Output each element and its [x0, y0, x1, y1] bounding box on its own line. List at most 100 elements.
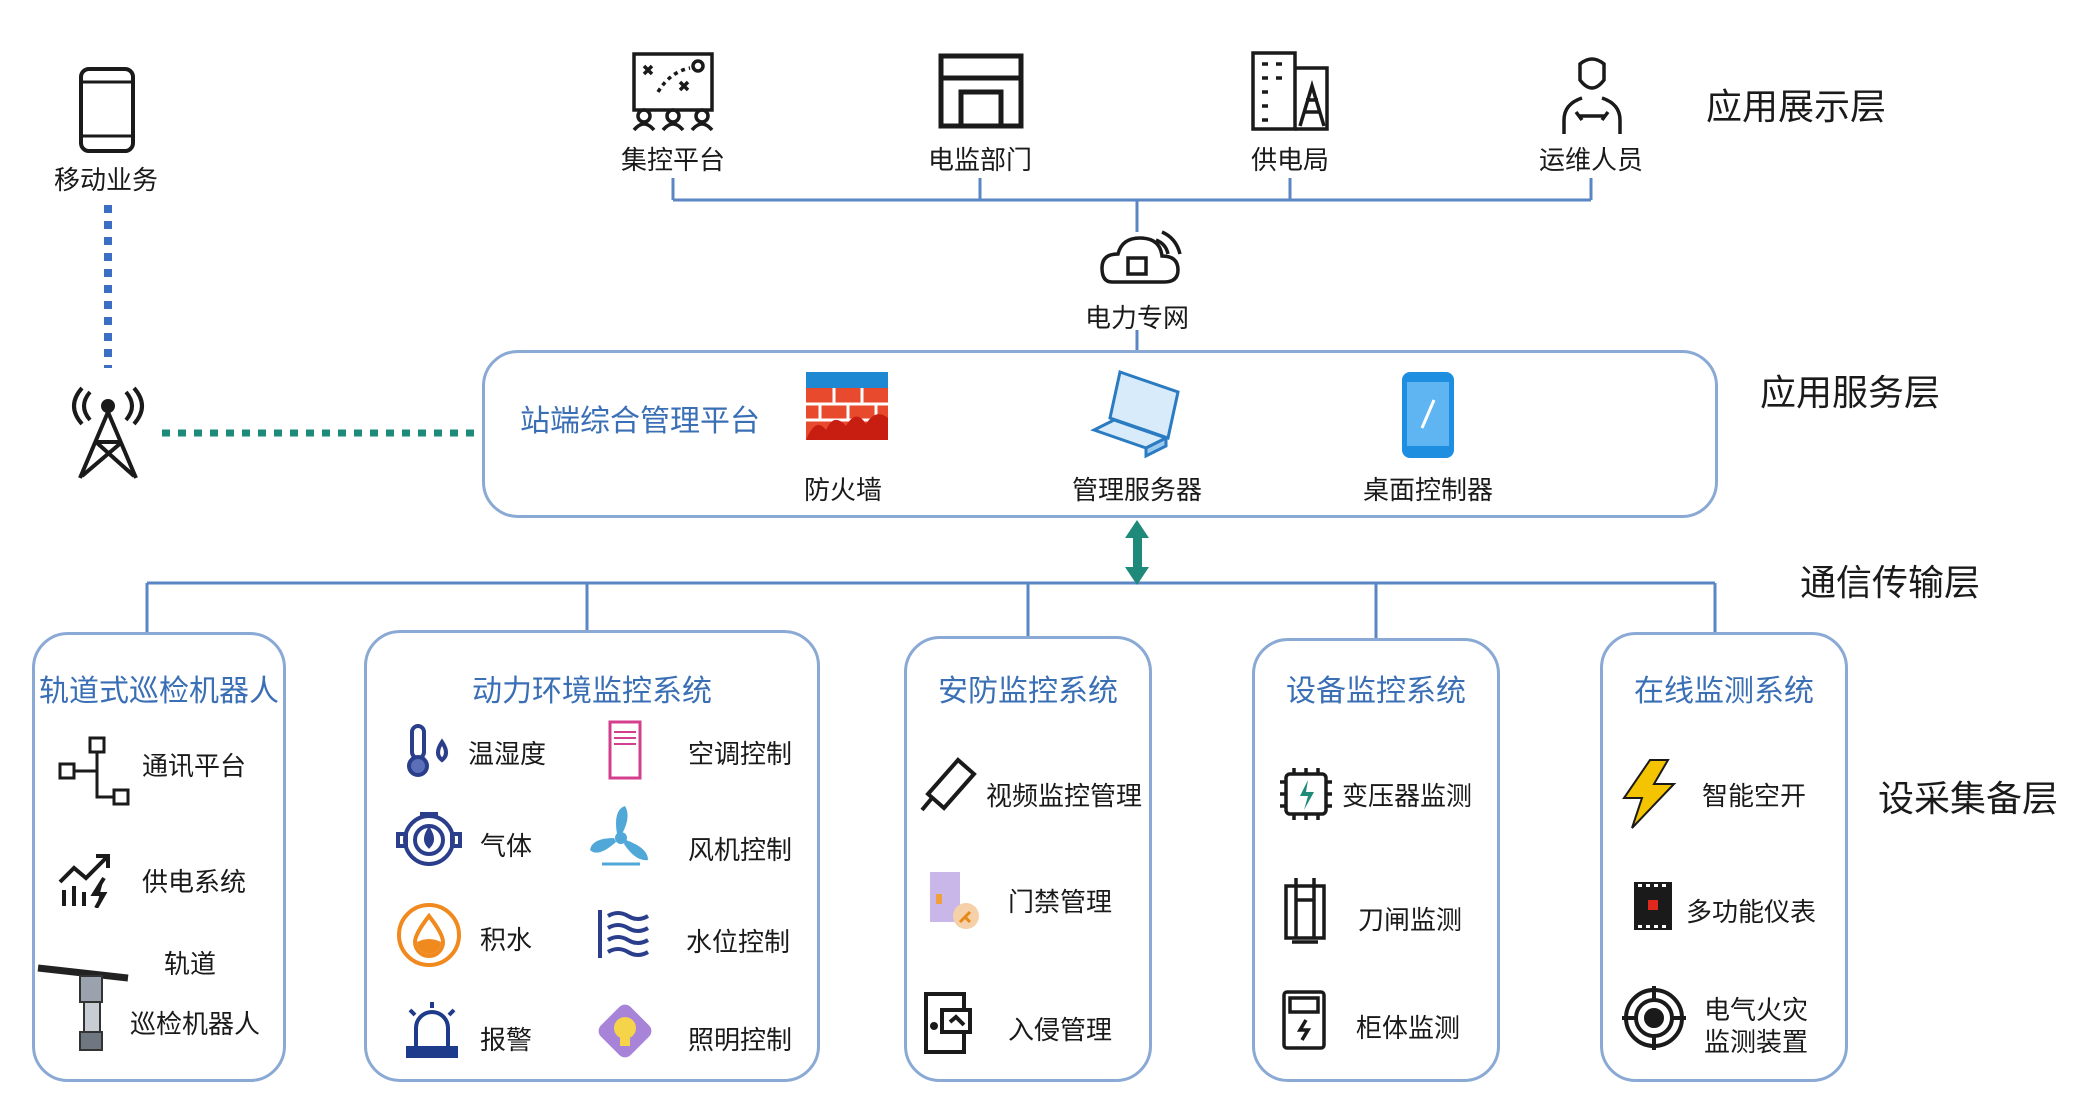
top-node-power-bureau — [1250, 50, 1332, 136]
power-network-label: 电力专网 — [1084, 304, 1190, 334]
subsystem-title: 轨道式巡检机器人 — [39, 674, 279, 709]
subsystem-title: 动力环境监控系统 — [472, 674, 712, 709]
temp-humidity-item — [404, 722, 454, 782]
security-item-label: 视频监控管理 — [986, 782, 1143, 812]
top-node-label: 电监部门 — [927, 146, 1033, 176]
light-bulb-icon — [598, 1004, 652, 1058]
hierarchy-icon — [58, 736, 130, 806]
water-leak-item — [396, 902, 462, 972]
top-node-label: 供电局 — [1250, 146, 1330, 176]
air-conditioner-icon — [608, 720, 642, 780]
smartphone-icon — [79, 67, 135, 153]
power-chart-icon — [58, 854, 110, 909]
gas-item — [394, 808, 464, 872]
tablet-icon — [1402, 372, 1454, 458]
cabinet-monitor-item — [1280, 988, 1328, 1058]
env-item-label: 水位控制 — [686, 928, 791, 958]
strategy-board-icon — [632, 52, 714, 132]
water-drop-icon — [397, 903, 461, 967]
subsystem-env-box — [364, 630, 820, 1082]
video-surveillance-item — [918, 754, 978, 818]
gas-detector-icon — [396, 812, 462, 866]
platform-item-label: 管理服务器 — [1071, 476, 1203, 506]
layer-label-communication: 通信传输层 — [1800, 563, 1981, 604]
platform-item-label: 桌面控制器 — [1362, 476, 1494, 506]
top-node-control-platform — [630, 52, 716, 136]
server-computer-icon — [1090, 370, 1180, 459]
security-item-label: 入侵管理 — [1008, 1016, 1113, 1046]
mobile-node — [78, 66, 136, 158]
multi-meter-item — [1632, 880, 1674, 936]
robot-item-label: 轨道 — [164, 950, 217, 980]
firewall-item — [804, 370, 890, 446]
equipment-item-label: 变压器监测 — [1342, 782, 1473, 812]
alarm-item — [404, 1000, 460, 1062]
robot-item-label: 巡检机器人 — [130, 1010, 261, 1040]
tower-node — [68, 386, 148, 486]
power-supply-item — [56, 852, 120, 912]
equipment-item-label: 刀闸监测 — [1358, 906, 1463, 936]
online-item-label: 电气火灾 — [1704, 996, 1809, 1026]
env-item-label: 积水 — [480, 926, 533, 956]
switch-monitor-item — [1282, 876, 1328, 950]
comm-platform-item — [58, 736, 130, 812]
desktop-controller-item — [1400, 370, 1456, 464]
server-item — [1090, 368, 1184, 466]
env-item-label: 空调控制 — [688, 740, 793, 770]
rail-robot-icon — [37, 964, 129, 1051]
water-level-item — [596, 908, 652, 964]
subsystem-robot-box — [32, 632, 286, 1082]
camera-icon — [920, 757, 977, 812]
subsystem-security-box — [904, 636, 1152, 1082]
firewall-icon — [806, 372, 888, 440]
water-level-icon — [598, 910, 650, 958]
platform-title: 站端综合管理平台 — [520, 404, 760, 439]
env-item-label: 报警 — [480, 1026, 533, 1056]
intrusion-door-icon — [924, 992, 972, 1054]
layer-label-service: 应用服务层 — [1760, 373, 1941, 414]
online-item-label: 监测装置 — [1704, 1028, 1809, 1058]
online-item-label: 多功能仪表 — [1686, 898, 1817, 928]
top-node-label: 集控平台 — [620, 146, 726, 176]
env-item-label: 温湿度 — [468, 740, 547, 770]
cloud-wireless-icon — [1100, 230, 1182, 284]
transformer-monitor-item — [1278, 766, 1334, 826]
subsystem-title: 设备监控系统 — [1286, 674, 1466, 709]
lighting-control-item — [594, 1000, 656, 1066]
thermometer-icon — [407, 724, 448, 777]
equipment-item-label: 柜体监测 — [1356, 1014, 1461, 1044]
mobile-label: 移动业务 — [53, 166, 159, 196]
cabinet-icon — [1282, 990, 1326, 1050]
ac-control-item — [608, 720, 642, 784]
security-item-label: 门禁管理 — [1008, 888, 1113, 918]
intrusion-item — [922, 992, 976, 1060]
rail-robot-item — [36, 960, 136, 1056]
office-tower-icon — [1251, 51, 1329, 131]
online-item-label: 智能空开 — [1702, 782, 1807, 812]
power-meter-icon — [1634, 882, 1672, 930]
disconnector-icon — [1284, 878, 1326, 944]
alarm-light-icon — [406, 1002, 458, 1058]
robot-item-label: 通讯平台 — [142, 752, 247, 782]
building-icon — [938, 53, 1024, 129]
top-node-maintenance — [1560, 56, 1624, 140]
fire-monitor-item — [1622, 986, 1686, 1054]
fan-control-item — [586, 804, 656, 874]
env-item-label: 照明控制 — [688, 1026, 793, 1056]
technician-icon — [1562, 57, 1622, 134]
door-key-icon — [930, 872, 979, 929]
env-item-label: 风机控制 — [688, 836, 793, 866]
subsystem-title: 在线监测系统 — [1634, 674, 1814, 709]
top-node-label: 运维人员 — [1538, 146, 1644, 176]
management-platform-box — [482, 350, 1718, 518]
env-item-label: 气体 — [480, 832, 533, 862]
access-control-item — [926, 870, 982, 936]
layer-label-collection: 设采集备层 — [1878, 779, 2059, 820]
target-detector-icon — [1622, 986, 1686, 1050]
fan-icon — [590, 806, 648, 866]
subsystem-equipment-box — [1252, 638, 1500, 1082]
top-node-regulator — [937, 52, 1025, 134]
antenna-tower-icon — [72, 386, 144, 479]
power-network-node — [1092, 226, 1188, 290]
